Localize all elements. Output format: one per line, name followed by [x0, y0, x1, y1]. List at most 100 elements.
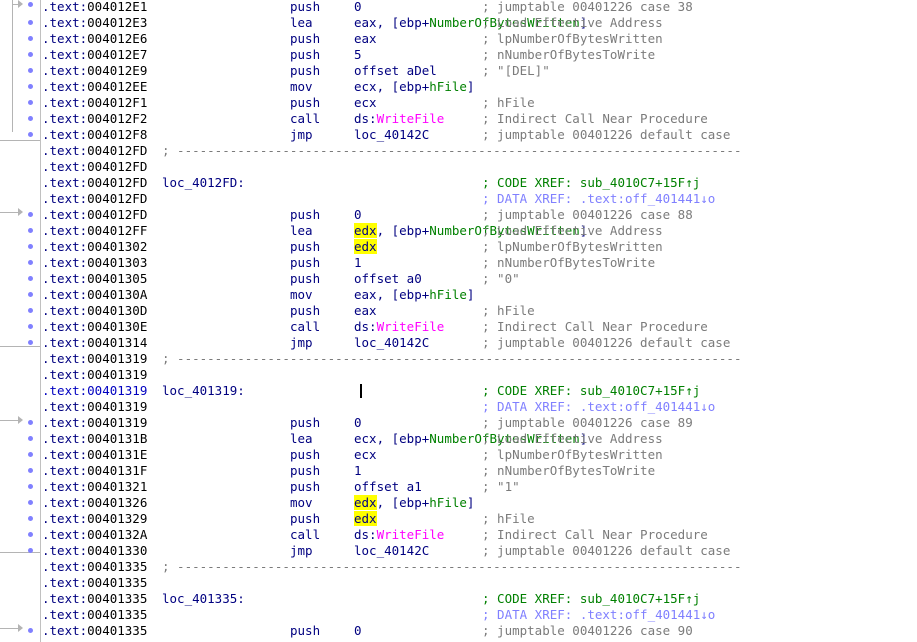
operand[interactable]: ds:WriteFile [354, 111, 445, 126]
address[interactable]: .text:004012E9 [42, 63, 148, 78]
data-xref-comment[interactable]: ; DATA XREF: .text:off_401441↓o [482, 191, 716, 206]
operand[interactable]: offset a0 [354, 271, 422, 286]
address[interactable]: .text:004012FD [42, 191, 148, 206]
mnemonic[interactable]: push [290, 63, 321, 78]
mnemonic[interactable]: push [290, 255, 321, 270]
operand[interactable]: eax, [ebp+hFile] [354, 287, 475, 302]
address[interactable]: .text:0040130E [42, 319, 148, 334]
operand[interactable]: eax [354, 31, 377, 46]
mnemonic[interactable]: push [290, 239, 321, 254]
address[interactable]: .text:0040131B [42, 431, 148, 446]
address[interactable]: .text:00401326 [42, 495, 148, 510]
address[interactable]: .text:004012EE [42, 79, 148, 94]
operand[interactable]: edx, [ebp+NumberOfBytesWritten] [354, 223, 588, 238]
address[interactable]: .text:00401335 [42, 575, 148, 590]
mnemonic[interactable]: push [290, 511, 321, 526]
operand[interactable]: 1 [354, 255, 362, 270]
address[interactable]: .text:00401319 [42, 367, 148, 382]
operand[interactable]: ecx [354, 95, 377, 110]
operand[interactable]: ds:WriteFile [354, 319, 445, 334]
address[interactable]: .text:004012F1 [42, 95, 148, 110]
operand[interactable]: ecx, [ebp+NumberOfBytesWritten] [354, 431, 588, 446]
address[interactable]: .text:00401335 [42, 591, 148, 606]
code-label[interactable]: loc_401319: [162, 383, 245, 398]
address[interactable]: .text:00401314 [42, 335, 148, 350]
mnemonic[interactable]: push [290, 623, 321, 638]
mnemonic[interactable]: push [290, 0, 321, 14]
code-label[interactable]: loc_4012FD: [162, 175, 245, 190]
address[interactable]: .text:0040131E [42, 447, 148, 462]
mnemonic[interactable]: jmp [290, 127, 313, 142]
address[interactable]: .text:004012FD [42, 159, 148, 174]
operand[interactable]: edx [354, 511, 377, 527]
mnemonic[interactable]: lea [290, 15, 313, 30]
address[interactable]: .text:00401319 [42, 415, 148, 430]
mnemonic[interactable]: push [290, 479, 321, 494]
data-xref-comment[interactable]: ; DATA XREF: .text:off_401441↓o [482, 399, 716, 414]
mnemonic[interactable]: lea [290, 223, 313, 238]
operand[interactable]: offset aDel [354, 63, 437, 78]
operand[interactable]: ecx, [ebp+hFile] [354, 79, 475, 94]
address[interactable]: .text:00401329 [42, 511, 148, 526]
mnemonic[interactable]: jmp [290, 335, 313, 350]
address[interactable]: .text:00401319 [42, 351, 148, 366]
operand[interactable]: loc_40142C [354, 127, 430, 142]
address[interactable]: .text:004012FD [42, 207, 148, 222]
operand[interactable]: 0 [354, 0, 362, 14]
address[interactable]: .text:0040132A [42, 527, 148, 542]
address[interactable]: .text:0040130A [42, 287, 148, 302]
address[interactable]: .text:00401303 [42, 255, 148, 270]
code-xref-comment[interactable]: ; CODE XREF: sub_4010C7+15F↑j [482, 175, 701, 190]
operand[interactable]: 0 [354, 415, 362, 430]
mnemonic[interactable]: push [290, 415, 321, 430]
address[interactable]: .text:00401335 [42, 623, 148, 638]
mnemonic[interactable]: lea [290, 431, 313, 446]
code-xref-comment[interactable]: ; CODE XREF: sub_4010C7+15F↑j [482, 383, 701, 398]
address[interactable]: .text:004012FD [42, 143, 148, 158]
address[interactable]: .text:004012E1 [42, 0, 148, 14]
mnemonic[interactable]: push [290, 31, 321, 46]
operand[interactable]: eax [354, 303, 377, 318]
address[interactable]: .text:004012E6 [42, 31, 148, 46]
address[interactable]: .text:0040131F [42, 463, 148, 478]
address[interactable]: .text:00401319 [42, 383, 148, 398]
operand[interactable]: ecx [354, 447, 377, 462]
mnemonic[interactable]: mov [290, 495, 313, 510]
address[interactable]: .text:004012FF [42, 223, 148, 238]
address[interactable]: .text:004012E7 [42, 47, 148, 62]
mnemonic[interactable]: call [290, 111, 321, 126]
address[interactable]: .text:004012FD [42, 175, 148, 190]
operand[interactable]: ds:WriteFile [354, 527, 445, 542]
address[interactable]: .text:004012E3 [42, 15, 148, 30]
address[interactable]: .text:00401305 [42, 271, 148, 286]
operand[interactable]: loc_40142C [354, 543, 430, 558]
operand[interactable]: loc_40142C [354, 335, 430, 350]
mnemonic[interactable]: push [290, 95, 321, 110]
mnemonic[interactable]: jmp [290, 543, 313, 558]
mnemonic[interactable]: push [290, 447, 321, 462]
address[interactable]: .text:00401330 [42, 543, 148, 558]
address[interactable]: .text:0040130D [42, 303, 148, 318]
address[interactable]: .text:00401319 [42, 399, 148, 414]
operand[interactable]: edx, [ebp+hFile] [354, 495, 475, 510]
mnemonic[interactable]: push [290, 303, 321, 318]
operand[interactable]: 5 [354, 47, 362, 62]
mnemonic[interactable]: mov [290, 79, 313, 94]
operand[interactable]: 0 [354, 623, 362, 638]
mnemonic[interactable]: push [290, 207, 321, 222]
mnemonic[interactable]: call [290, 319, 321, 334]
mnemonic[interactable]: push [290, 47, 321, 62]
mnemonic[interactable]: push [290, 463, 321, 478]
address[interactable]: .text:00401302 [42, 239, 148, 254]
code-xref-comment[interactable]: ; CODE XREF: sub_4010C7+15F↑j [482, 591, 701, 606]
address[interactable]: .text:00401335 [42, 559, 148, 574]
mnemonic[interactable]: call [290, 527, 321, 542]
operand[interactable]: eax, [ebp+NumberOfBytesWritten] [354, 15, 588, 30]
code-label[interactable]: loc_401335: [162, 591, 245, 606]
mnemonic[interactable]: mov [290, 287, 313, 302]
operand[interactable]: edx [354, 239, 377, 255]
data-xref-comment[interactable]: ; DATA XREF: .text:off_401441↓o [482, 607, 716, 622]
address[interactable]: .text:00401335 [42, 607, 148, 622]
address[interactable]: .text:00401321 [42, 479, 148, 494]
